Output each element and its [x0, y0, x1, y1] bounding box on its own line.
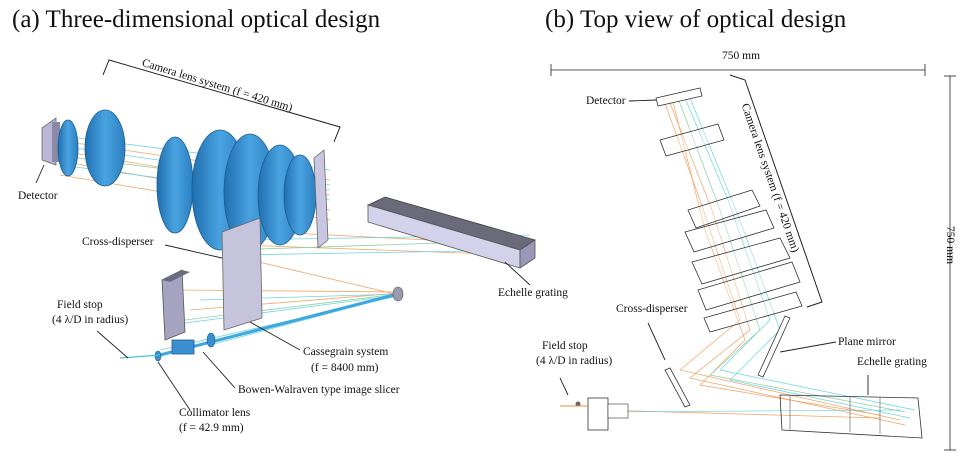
width-dimension-label: 750 mm — [722, 50, 761, 62]
collimator-focal-label: (f = 42.9 mm) — [179, 422, 244, 434]
cross-disperser-label-b: Cross-disperser — [616, 303, 688, 315]
cassegrain-label: Cassegrain system — [303, 346, 389, 358]
field-stop-radius-label-a: (4 λ/D in radius) — [52, 314, 129, 326]
plane-mirror-label: Plane mirror — [838, 336, 896, 348]
panel-a-title: (a) Three-dimensional optical design — [12, 6, 381, 33]
collimator-lens-label: Collimator lens — [179, 407, 251, 419]
panel-b-title: (b) Top view of optical design — [545, 6, 847, 33]
cassegrain-focal-label: (f = 8400 mm) — [311, 362, 379, 374]
cross-disperser-label-a: Cross-disperser — [82, 236, 154, 248]
image-slicer-label: Bowen-Walraven type image slicer — [238, 384, 400, 396]
field-stop-label-b: Field stop — [542, 340, 588, 352]
cross-disperser-3d — [221, 217, 263, 331]
detector-label-a: Detector — [18, 190, 58, 202]
field-stop-label-a: Field stop — [57, 299, 103, 311]
height-dimension-label: 750 mm — [944, 226, 956, 265]
field-stop-radius-label-b: (4 λ/D in radius) — [536, 355, 613, 367]
detector-label-b: Detector — [586, 95, 626, 107]
echelle-grating-label-b: Echelle grating — [857, 356, 927, 368]
echelle-grating-label-a: Echelle grating — [498, 287, 568, 299]
